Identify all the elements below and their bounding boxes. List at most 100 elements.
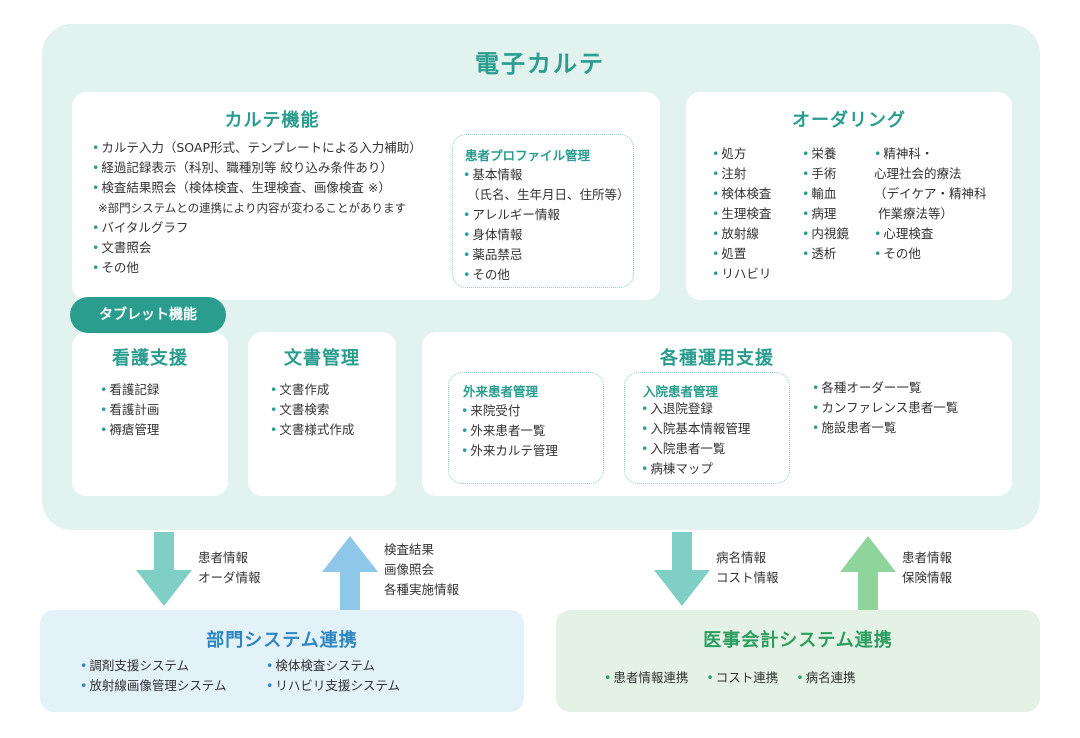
documents-title: 文書管理 [284, 348, 360, 369]
list-item: その他 [463, 265, 630, 285]
nursing-card: 看護支援 看護記録 看護計画 褥瘡管理 [72, 332, 228, 496]
ordering-title: オーダリング [792, 110, 906, 131]
list-item: 入院基本情報管理 [641, 419, 750, 439]
list-item: 検体検査システム [266, 656, 400, 676]
list-item-sub: 心理社会的療法 [874, 166, 962, 181]
inpatient-list: 入退院登録 入院基本情報管理 入院患者一覧 病棟マップ [641, 399, 750, 479]
arrow4-label: 患者情報 保険情報 [902, 548, 952, 588]
patient-profile-title: 患者プロファイル管理 [465, 148, 591, 163]
list-item: リハビリ支援システム [266, 676, 400, 696]
arrow2-label: 検査結果 画像照会 各種実施情報 [384, 540, 459, 600]
ordering-col1: 処方 注射 検体検査 生理検査 放射線 処置 リハビリ [712, 144, 771, 284]
list-item: 経過記録表示（科別、職種別等 絞り込み条件あり） [92, 158, 422, 178]
list-item: 文書様式作成 [270, 420, 354, 440]
list-item: 検査結果照会（検体検査、生理検査、画像検査 ※） [92, 178, 422, 198]
list-item: 基本情報 [463, 165, 630, 185]
list-item: 病名連携 [796, 668, 856, 688]
list-item-sub: （デイケア・精神科 [874, 186, 987, 201]
list-item: カンファレンス患者一覧 [812, 398, 958, 418]
list-item: 薬品禁忌 [463, 245, 630, 265]
diagram-title: 電子カルテ [475, 50, 605, 78]
list-item: 入院患者一覧 [641, 439, 750, 459]
list-item: 施設患者一覧 [812, 418, 958, 438]
ordering-col3: 精神科・ 心理社会的療法 （デイケア・精神科 作業療法等） 心理検査 その他 [874, 144, 987, 264]
arrow-up-icon [322, 536, 378, 610]
tablet-function-tab: タブレット機能 [70, 297, 226, 333]
patient-profile-list: 基本情報 （氏名、生年月日、住所等） アレルギー情報 身体情報 薬品禁忌 その他 [463, 165, 630, 285]
flow-label: 患者情報 [198, 550, 249, 565]
karte-list: カルテ入力（SOAP形式、テンプレートによる入力補助） 経過記録表示（科別、職種… [92, 138, 422, 278]
list-item: 処方 [712, 144, 771, 164]
department-col2: 検体検査システム リハビリ支援システム [266, 656, 400, 696]
arrow3-label: 病名情報 コスト情報 [716, 548, 779, 588]
list-item: 褥瘡管理 [100, 420, 159, 440]
list-item: 看護計画 [100, 400, 159, 420]
department-system-title: 部門システム連携 [206, 630, 358, 651]
ordering-col2: 栄養 手術 輸血 病理 内視鏡 透析 [802, 144, 849, 264]
list-item: 検体検査 [712, 184, 771, 204]
list-item: 放射線画像管理システム [80, 676, 226, 696]
arrow-down-icon [136, 532, 192, 606]
list-item: 文書検索 [270, 400, 354, 420]
flow-label: コスト情報 [716, 570, 779, 585]
karte-title: カルテ機能 [224, 110, 320, 131]
outpatient-list: 来院受付 外来患者一覧 外来カルテ管理 [461, 401, 558, 461]
list-item: 看護記録 [100, 380, 159, 400]
list-item: 心理検査 [874, 224, 987, 244]
arrow1-label: 患者情報 オーダ情報 [198, 548, 261, 588]
operations-card: 各種運用支援 外来患者管理 来院受付 外来患者一覧 外来カルテ管理 入院患者管理… [422, 332, 1012, 496]
list-item: 患者情報連携 [604, 668, 688, 688]
list-item: 栄養 [802, 144, 849, 164]
operations-other-list: 各種オーダー一覧 カンファレンス患者一覧 施設患者一覧 [812, 378, 958, 438]
list-item: 生理検査 [712, 204, 771, 224]
karte-card: カルテ機能 カルテ入力（SOAP形式、テンプレートによる入力補助） 経過記録表示… [72, 92, 660, 300]
inpatient-title: 入院患者管理 [643, 384, 719, 399]
list-item: 外来カルテ管理 [461, 441, 558, 461]
list-item: 手術 [802, 164, 849, 184]
list-item: 内視鏡 [802, 224, 849, 244]
list-item: その他 [92, 258, 422, 278]
patient-profile-box: 患者プロファイル管理 基本情報 （氏名、生年月日、住所等） アレルギー情報 身体… [452, 134, 634, 288]
list-item: 入退院登録 [641, 399, 750, 419]
list-item: カルテ入力（SOAP形式、テンプレートによる入力補助） [92, 138, 421, 158]
list-item-sub: （氏名、生年月日、住所等） [467, 187, 630, 202]
documents-card: 文書管理 文書作成 文書検索 文書様式作成 [248, 332, 396, 496]
flow-label: 保険情報 [902, 570, 953, 585]
inpatient-box: 入院患者管理 入退院登録 入院基本情報管理 入院患者一覧 病棟マップ [624, 372, 790, 484]
list-item: 処置 [712, 244, 771, 264]
list-item: その他 [874, 244, 987, 264]
outpatient-box: 外来患者管理 来院受付 外来患者一覧 外来カルテ管理 [448, 372, 604, 484]
accounting-list: 患者情報連携 コスト連携 病名連携 [604, 668, 856, 688]
list-item: バイタルグラフ [92, 218, 422, 238]
department-system-box: 部門システム連携 調剤支援システム 放射線画像管理システム 検体検査システム リ… [40, 610, 524, 712]
list-item: 注射 [712, 164, 771, 184]
list-item: コスト連携 [706, 668, 779, 688]
list-item: 精神科・ [874, 144, 987, 164]
flow-label: 病名情報 [716, 550, 767, 565]
documents-list: 文書作成 文書検索 文書様式作成 [270, 380, 354, 440]
list-item: 輸血 [802, 184, 849, 204]
list-item: 病理 [802, 204, 849, 224]
list-item: 身体情報 [463, 225, 630, 245]
flow-label: 画像照会 [384, 562, 435, 577]
arrow-down-icon [654, 532, 710, 606]
nursing-title: 看護支援 [112, 348, 188, 369]
list-item: 透析 [802, 244, 849, 264]
list-item: 文書作成 [270, 380, 354, 400]
department-col1: 調剤支援システム 放射線画像管理システム [80, 656, 226, 696]
accounting-system-box: 医事会計システム連携 患者情報連携 コスト連携 病名連携 [556, 610, 1040, 712]
arrow-up-icon [840, 536, 896, 610]
nursing-list: 看護記録 看護計画 褥瘡管理 [100, 380, 159, 440]
operations-title: 各種運用支援 [660, 348, 774, 369]
list-item: 外来患者一覧 [461, 421, 558, 441]
ordering-card: オーダリング 処方 注射 検体検査 生理検査 放射線 処置 リハビリ 栄養 手術… [686, 92, 1012, 300]
list-item: 文書照会 [92, 238, 422, 258]
outpatient-title: 外来患者管理 [463, 384, 539, 399]
list-item: 各種オーダー一覧 [812, 378, 958, 398]
list-item-sub: 作業療法等） [878, 206, 954, 221]
list-item: 来院受付 [461, 401, 558, 421]
list-item: 放射線 [712, 224, 771, 244]
list-item: アレルギー情報 [463, 205, 630, 225]
accounting-system-title: 医事会計システム連携 [703, 630, 893, 651]
flow-label: 患者情報 [902, 550, 953, 565]
